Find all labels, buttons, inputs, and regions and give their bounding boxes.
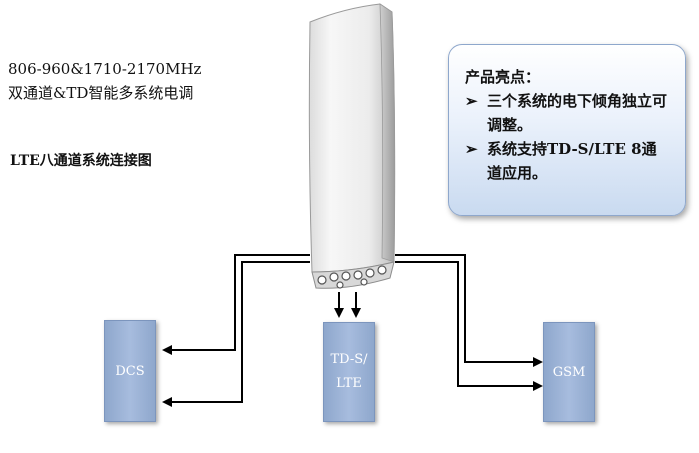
gsm-system-box: GSM — [543, 322, 595, 422]
gsm-label: GSM — [552, 364, 586, 380]
highlights-title: 产品亮点： — [465, 68, 541, 86]
dcs-system-box: DCS — [104, 320, 156, 422]
diagram-title: LTE八通道系统连接图 — [10, 153, 152, 169]
wire-to-td-lte — [334, 292, 361, 318]
arrow-bullet-icon: ➢ — [465, 92, 478, 110]
highlight-item: ➢ 系统支持TD-S/LTE 8通道应用。 — [465, 137, 671, 185]
wire-to-dcs — [162, 254, 310, 407]
highlight-text: 系统支持TD-S/LTE 8通道应用。 — [487, 140, 657, 182]
td-lte-system-box: TD-S/LTE — [323, 322, 375, 422]
highlight-item: ➢ 三个系统的电下倾角独立可调整。 — [465, 89, 671, 137]
panel-antenna-icon — [308, 3, 396, 289]
antenna-type-text: 双通道&TD智能多系统电调 — [8, 84, 194, 102]
td-lte-label: TD-S/LTE — [330, 352, 368, 391]
wire-to-gsm — [395, 254, 543, 391]
dcs-label: DCS — [115, 363, 145, 379]
rf-connector-icon — [317, 265, 387, 289]
highlight-text: 三个系统的电下倾角独立可调整。 — [487, 92, 668, 134]
frequency-range-text: 806-960&1710-2170MHz — [8, 60, 202, 78]
product-highlights-panel: 产品亮点： ➢ 三个系统的电下倾角独立可调整。 ➢ 系统支持TD-S/LTE 8… — [448, 44, 686, 216]
arrow-bullet-icon: ➢ — [465, 140, 478, 158]
